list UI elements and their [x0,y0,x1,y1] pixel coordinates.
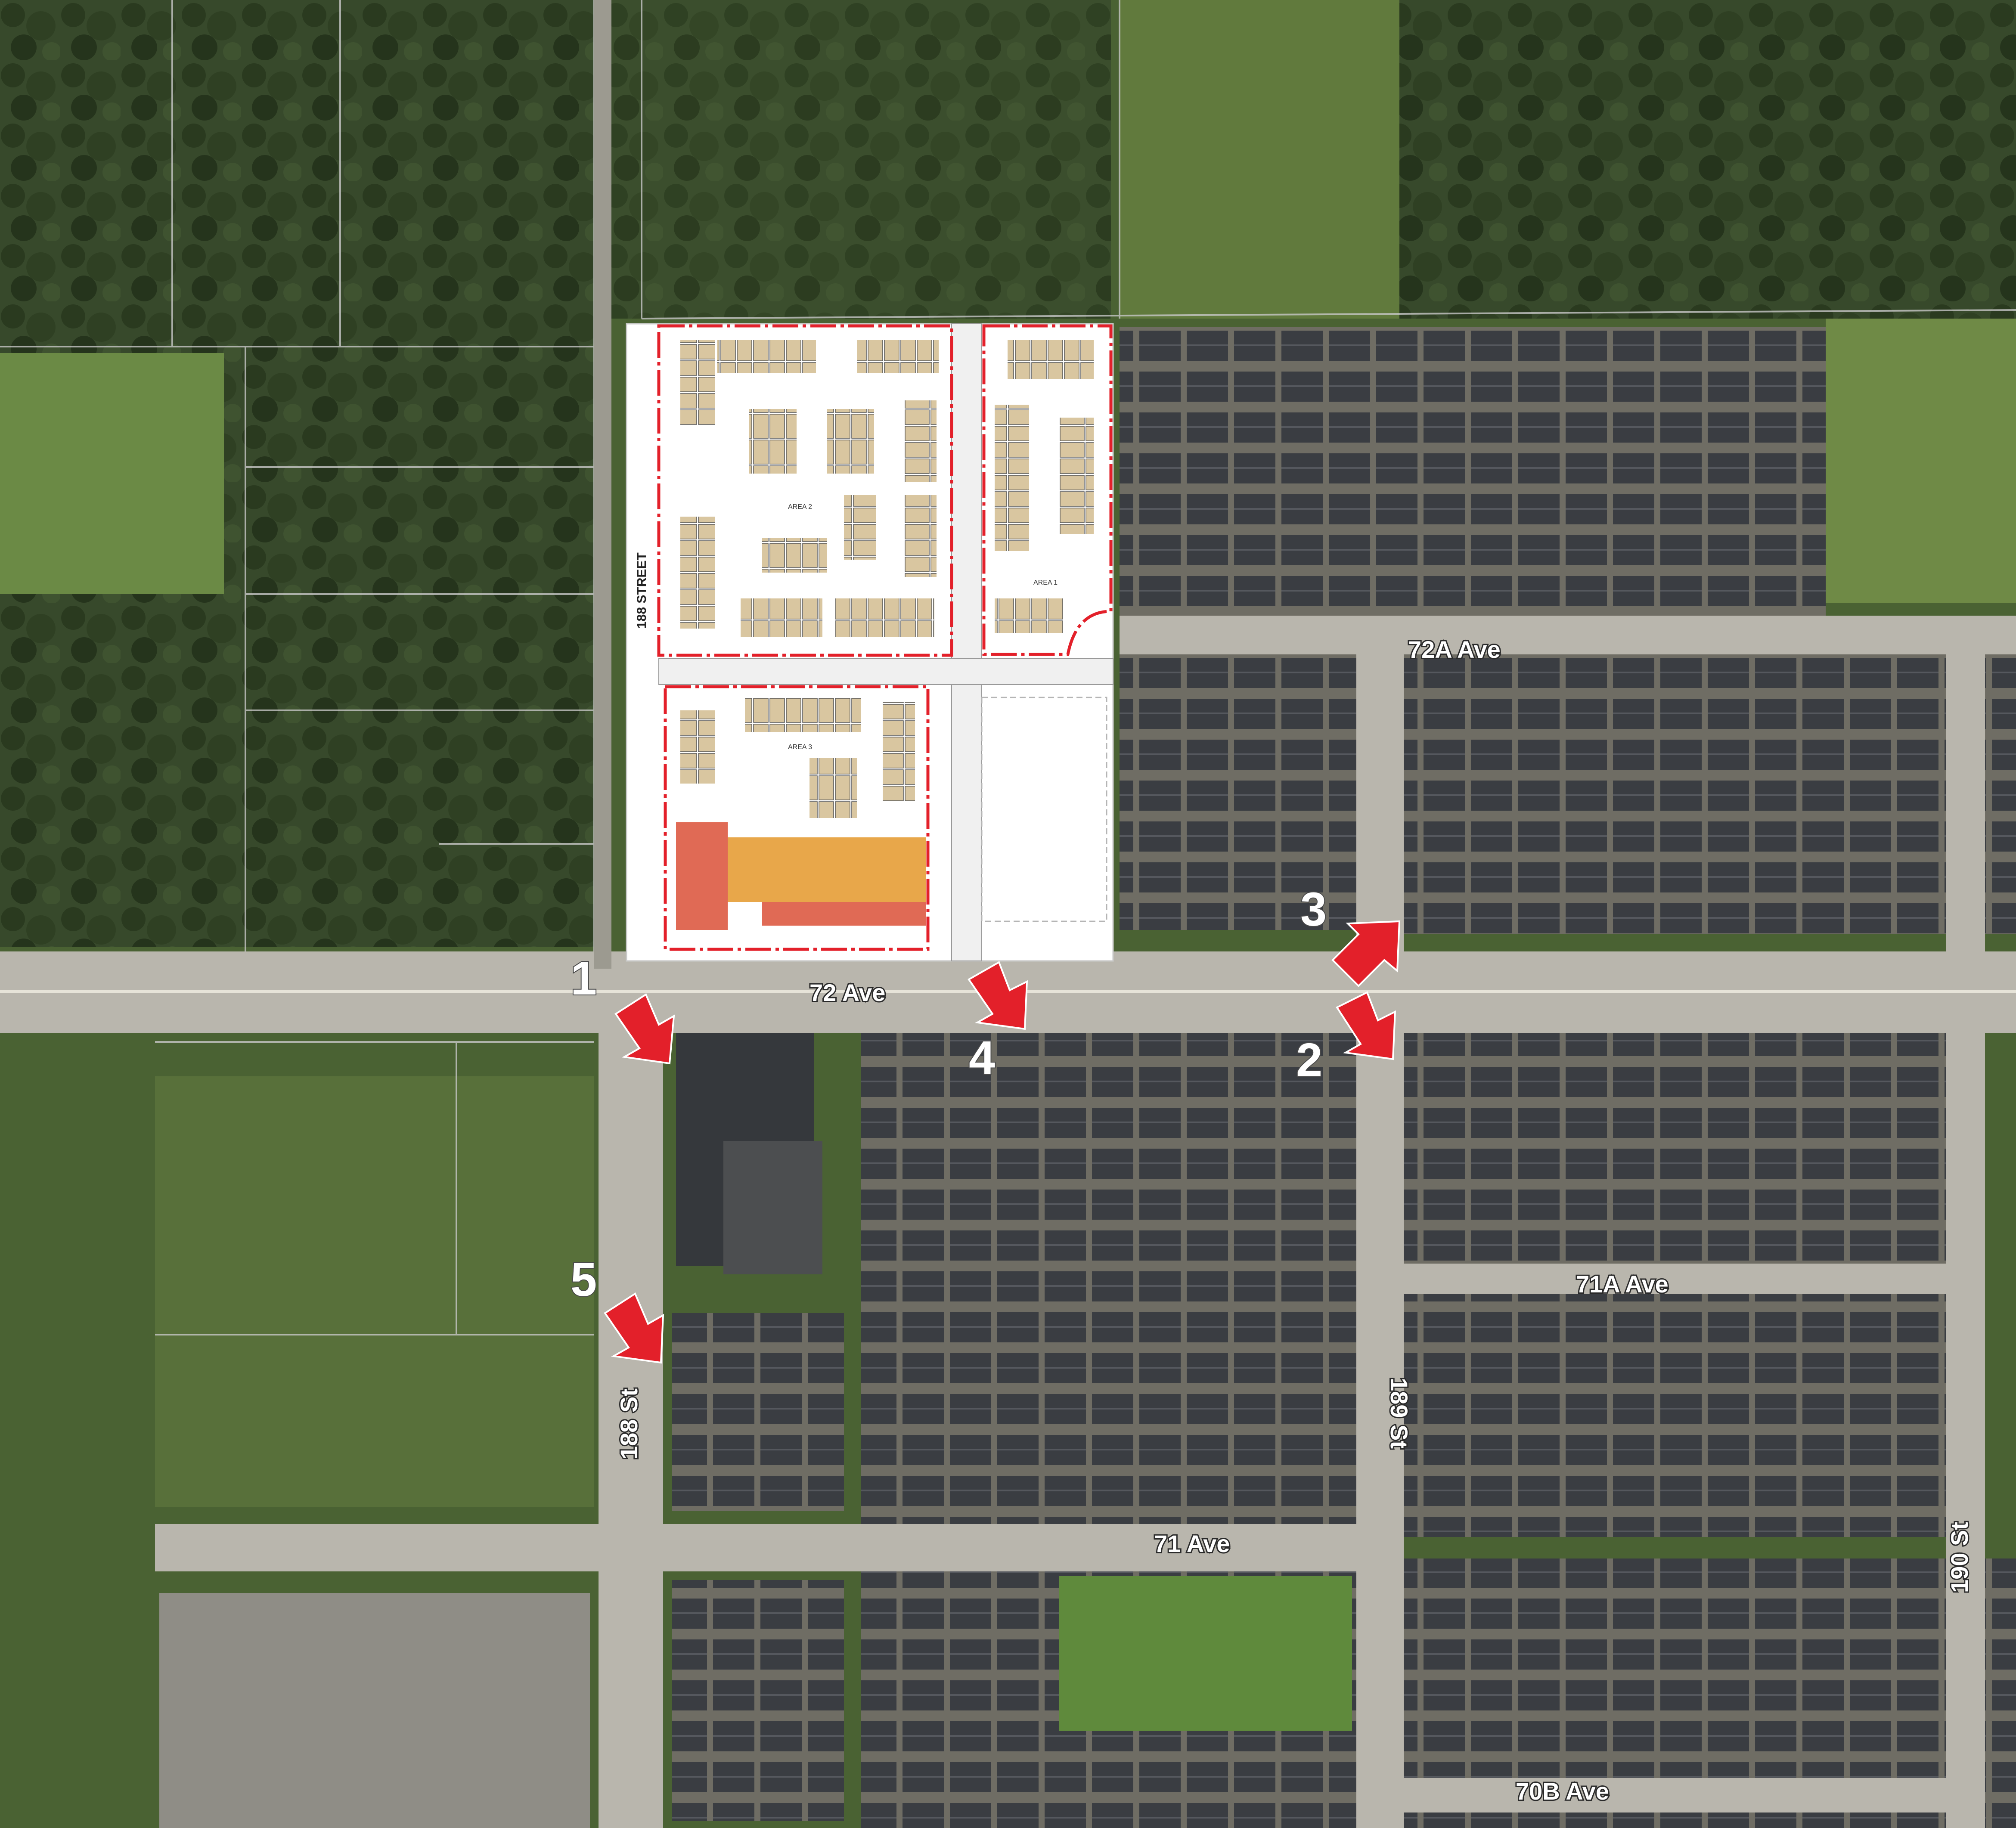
road-188-st [599,960,663,1828]
plan-units [904,400,937,482]
plan-units [1008,340,1094,379]
plan-units [717,340,816,373]
townhouses-188st [672,1313,844,1511]
neighbourhood-south-central [861,1025,1361,1533]
site-plan-street-label: 188 STREET [635,552,649,629]
plan-units [741,598,822,637]
arrow-icon [1331,920,1401,987]
field-west [0,353,224,594]
plan-commercial-south [762,902,926,926]
viewpoint-number: 4 [969,1032,995,1084]
viewpoint-1: 1 [570,951,675,1065]
plan-units [844,495,876,560]
neighbourhood-east [1404,654,2016,934]
plan-units [827,409,874,474]
road-rural-north [594,0,611,969]
area-1-outline [982,324,1113,656]
road-72a-ave [1120,616,2016,654]
field-southwest [155,1076,594,1507]
arrow-icon [604,1292,664,1364]
townhouses-188st-south [672,1580,844,1821]
arrow-icon [614,993,675,1065]
plan-units [995,405,1029,551]
street-label-189-st: 189 St [1386,1378,1413,1449]
street-label-70b-ave: 70B Ave [1516,1778,1609,1805]
forest-northeast [1399,0,2016,319]
viewpoint-3: 3 [1300,882,1401,987]
site-plan: 188 STREET AREA 1 AREA 2 AREA 3 [626,323,1114,962]
road-70b-ave [1404,1778,1946,1813]
plan-units [680,710,715,784]
plan-units [810,758,857,818]
street-label-72-ave: 72 Ave [810,979,885,1006]
road-71a-ave [1404,1264,1946,1294]
arrow-icon [1336,991,1396,1060]
street-label-71-ave: 71 Ave [1154,1530,1230,1557]
plan-future-lots [981,697,1107,922]
viewpoint-4: 4 [968,961,1028,1085]
road-190-st [1946,624,1985,1828]
plan-units [1059,418,1094,534]
viewpoint-number: 1 [571,952,597,1005]
plan-units [762,538,827,573]
plan-units [680,340,715,426]
road-71-ave [155,1524,1361,1571]
road-189-st [1356,637,1404,1828]
area-3-outline [664,685,930,951]
plan-road-vertical [951,323,982,961]
plan-units [857,340,939,373]
field-north [1120,0,1399,319]
plan-road-horizontal [658,658,1113,685]
street-label-188-st: 188 St [615,1388,642,1459]
plan-commercial-west [676,822,728,930]
field-northeast [1826,319,2016,603]
viewpoint-number: 5 [571,1253,597,1306]
street-label-190-st: 190 St [1946,1522,1973,1593]
plan-units [883,702,915,801]
viewpoint-5: 5 [570,1252,664,1364]
forest-north [594,0,1111,319]
plan-units [749,409,797,474]
street-label-72a-ave: 72A Ave [1408,636,1501,663]
park-field [1059,1576,1352,1731]
parcel-lines [0,0,2016,1335]
plan-units [904,495,937,577]
viewpoint-number: 3 [1300,883,1327,936]
area-1-label: AREA 1 [1033,579,1058,586]
viewpoint-2: 2 [1295,991,1396,1088]
plan-units [745,697,861,732]
seniors-complex [159,1593,590,1828]
area-2-outline [657,324,953,657]
plan-units [680,517,715,629]
viewpoint-number: 2 [1296,1034,1322,1087]
area-2-label: AREA 2 [788,503,812,511]
plan-commercial-center [728,837,926,902]
arrow-icon [968,961,1028,1030]
plan-units [835,598,934,637]
plan-units [995,598,1064,633]
parking-lot [723,1141,822,1274]
street-label-71a-ave: 71A Ave [1576,1270,1669,1298]
area-3-label: AREA 3 [788,744,812,751]
